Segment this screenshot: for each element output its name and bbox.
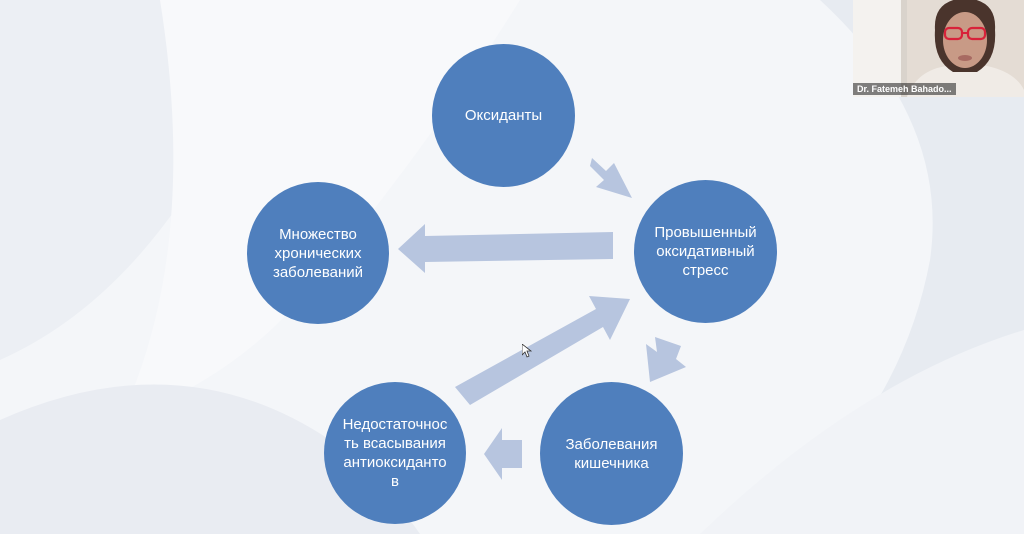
arrow-stress-to-chronic <box>398 224 613 273</box>
participant-video-tile[interactable]: Dr. Fatemeh Bahado... <box>853 0 1024 97</box>
arrow-oxidants-to-stress <box>590 158 632 198</box>
node-oxidants-label: Оксиданты <box>464 107 543 124</box>
node-oxidants: Оксиданты <box>432 44 575 187</box>
node-chronic-diseases: Множество хронических заболеваний <box>247 182 389 324</box>
participant-video-feed <box>907 0 1024 97</box>
participant-name-label: Dr. Fatemeh Bahado... <box>853 83 956 95</box>
node-absorption-deficiency: Недостаточнос ть всасывания антиоксидант… <box>324 382 466 524</box>
arrow-absorption-to-stress <box>455 296 630 405</box>
arrow-gut-to-absorption <box>484 428 522 480</box>
node-absorption-deficiency-label: Недостаточнос ть всасывания антиоксидант… <box>342 416 448 490</box>
node-stress: Провышенный оксидативный стресс <box>634 180 777 323</box>
mouse-cursor-icon <box>522 344 532 358</box>
node-stress-label: Провышенный оксидативный стресс <box>654 224 757 279</box>
node-gut-diseases: Заболевания кишечника <box>540 382 683 525</box>
node-gut-diseases-label: Заболевания кишечника <box>565 435 658 472</box>
node-chronic-diseases-label: Множество хронических заболеваний <box>272 225 364 281</box>
arrow-stress-to-gut <box>646 337 686 382</box>
